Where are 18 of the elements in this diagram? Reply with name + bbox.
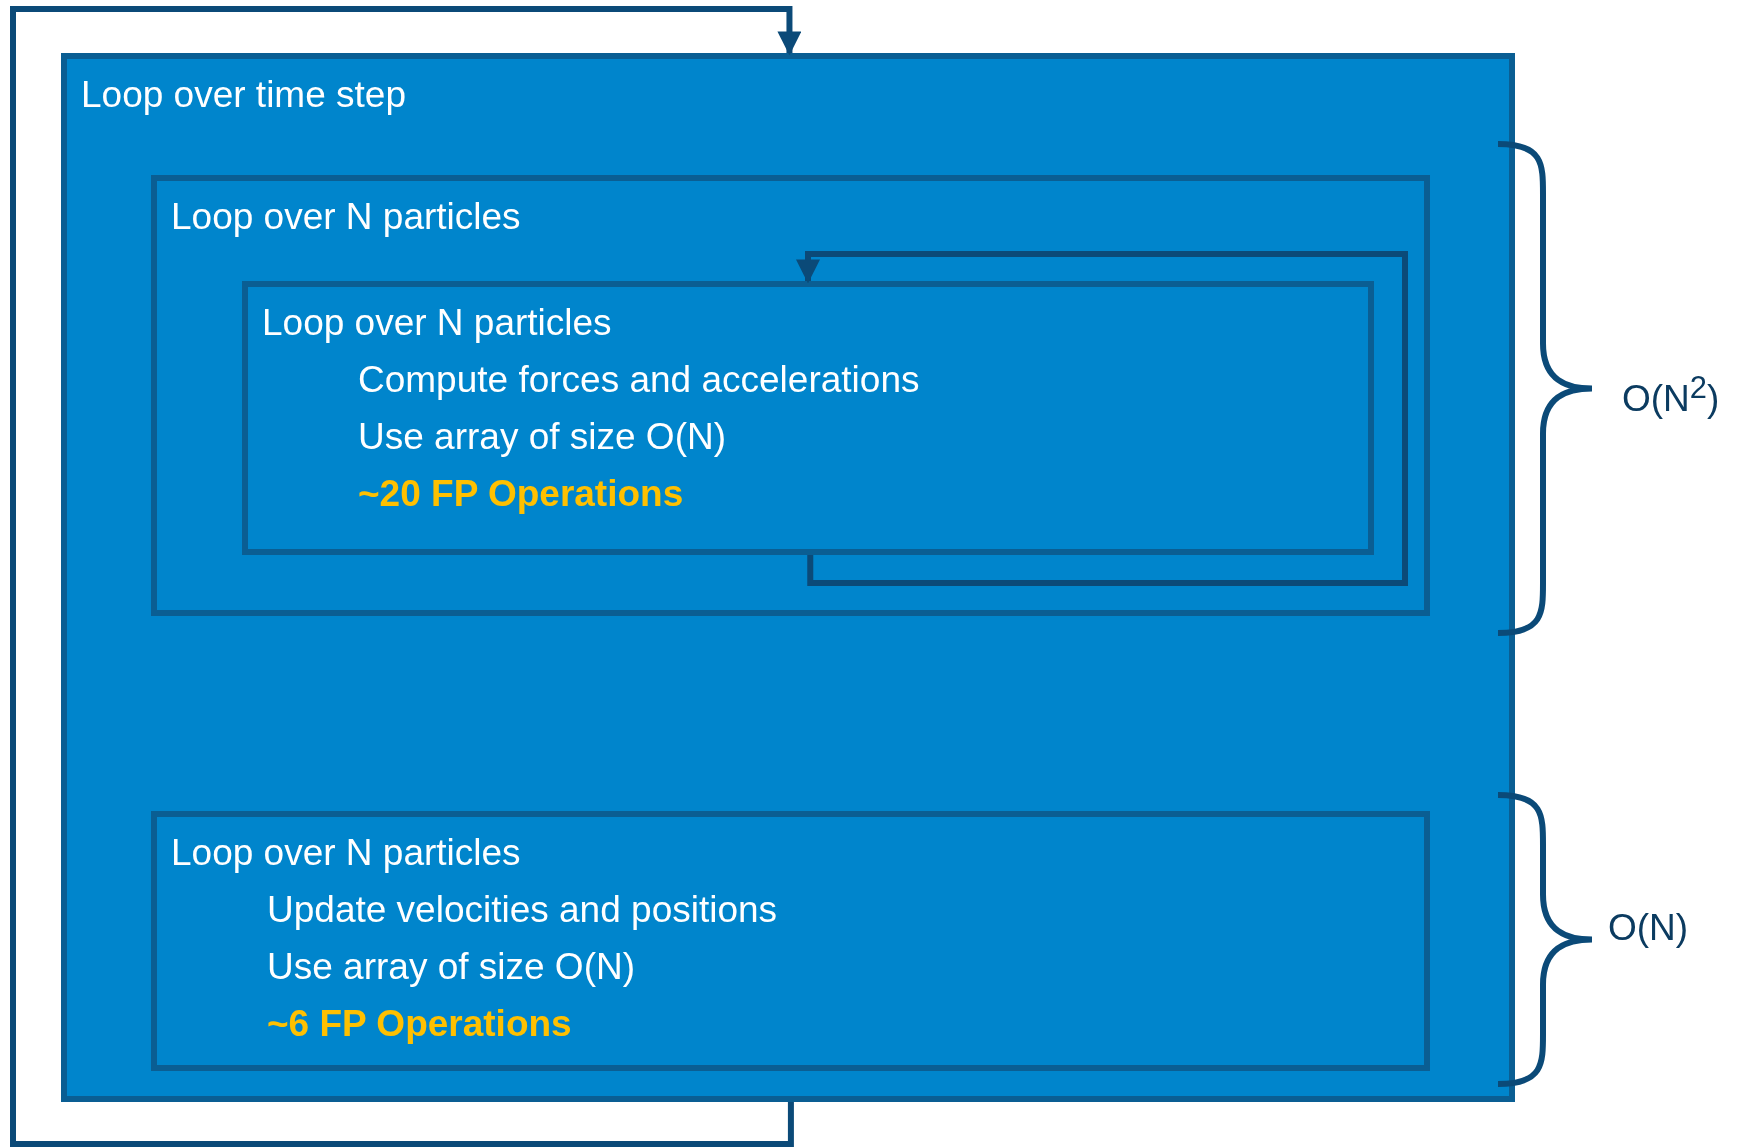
loop-step-text: Compute forces and accelerations [358,358,920,402]
loop-step-text: ~20 FP Operations [358,472,684,516]
loop-box [151,811,1430,1071]
loop-arrow [10,6,802,1147]
loop-step-text: Update velocities and positions [267,888,778,932]
loop-box [151,175,1430,616]
loop-box [242,281,1374,555]
complexity-label: O(N) [1608,906,1689,950]
loop-arrow [796,251,1408,586]
loop-heading: Loop over time step [81,73,406,117]
complexity-label: O(N$^{2}$) [1622,369,1720,422]
loop-heading: Loop over N particles [171,195,521,239]
loop-box [61,53,1515,1102]
loop-heading: Loop over N particles [171,831,521,875]
loop-step-text: Use array of size O(N) [358,415,726,459]
loop-heading: Loop over N particles [262,301,612,345]
loop-step-text: ~6 FP Operations [267,1002,572,1046]
loop-step-text: Use array of size O(N) [267,945,635,989]
